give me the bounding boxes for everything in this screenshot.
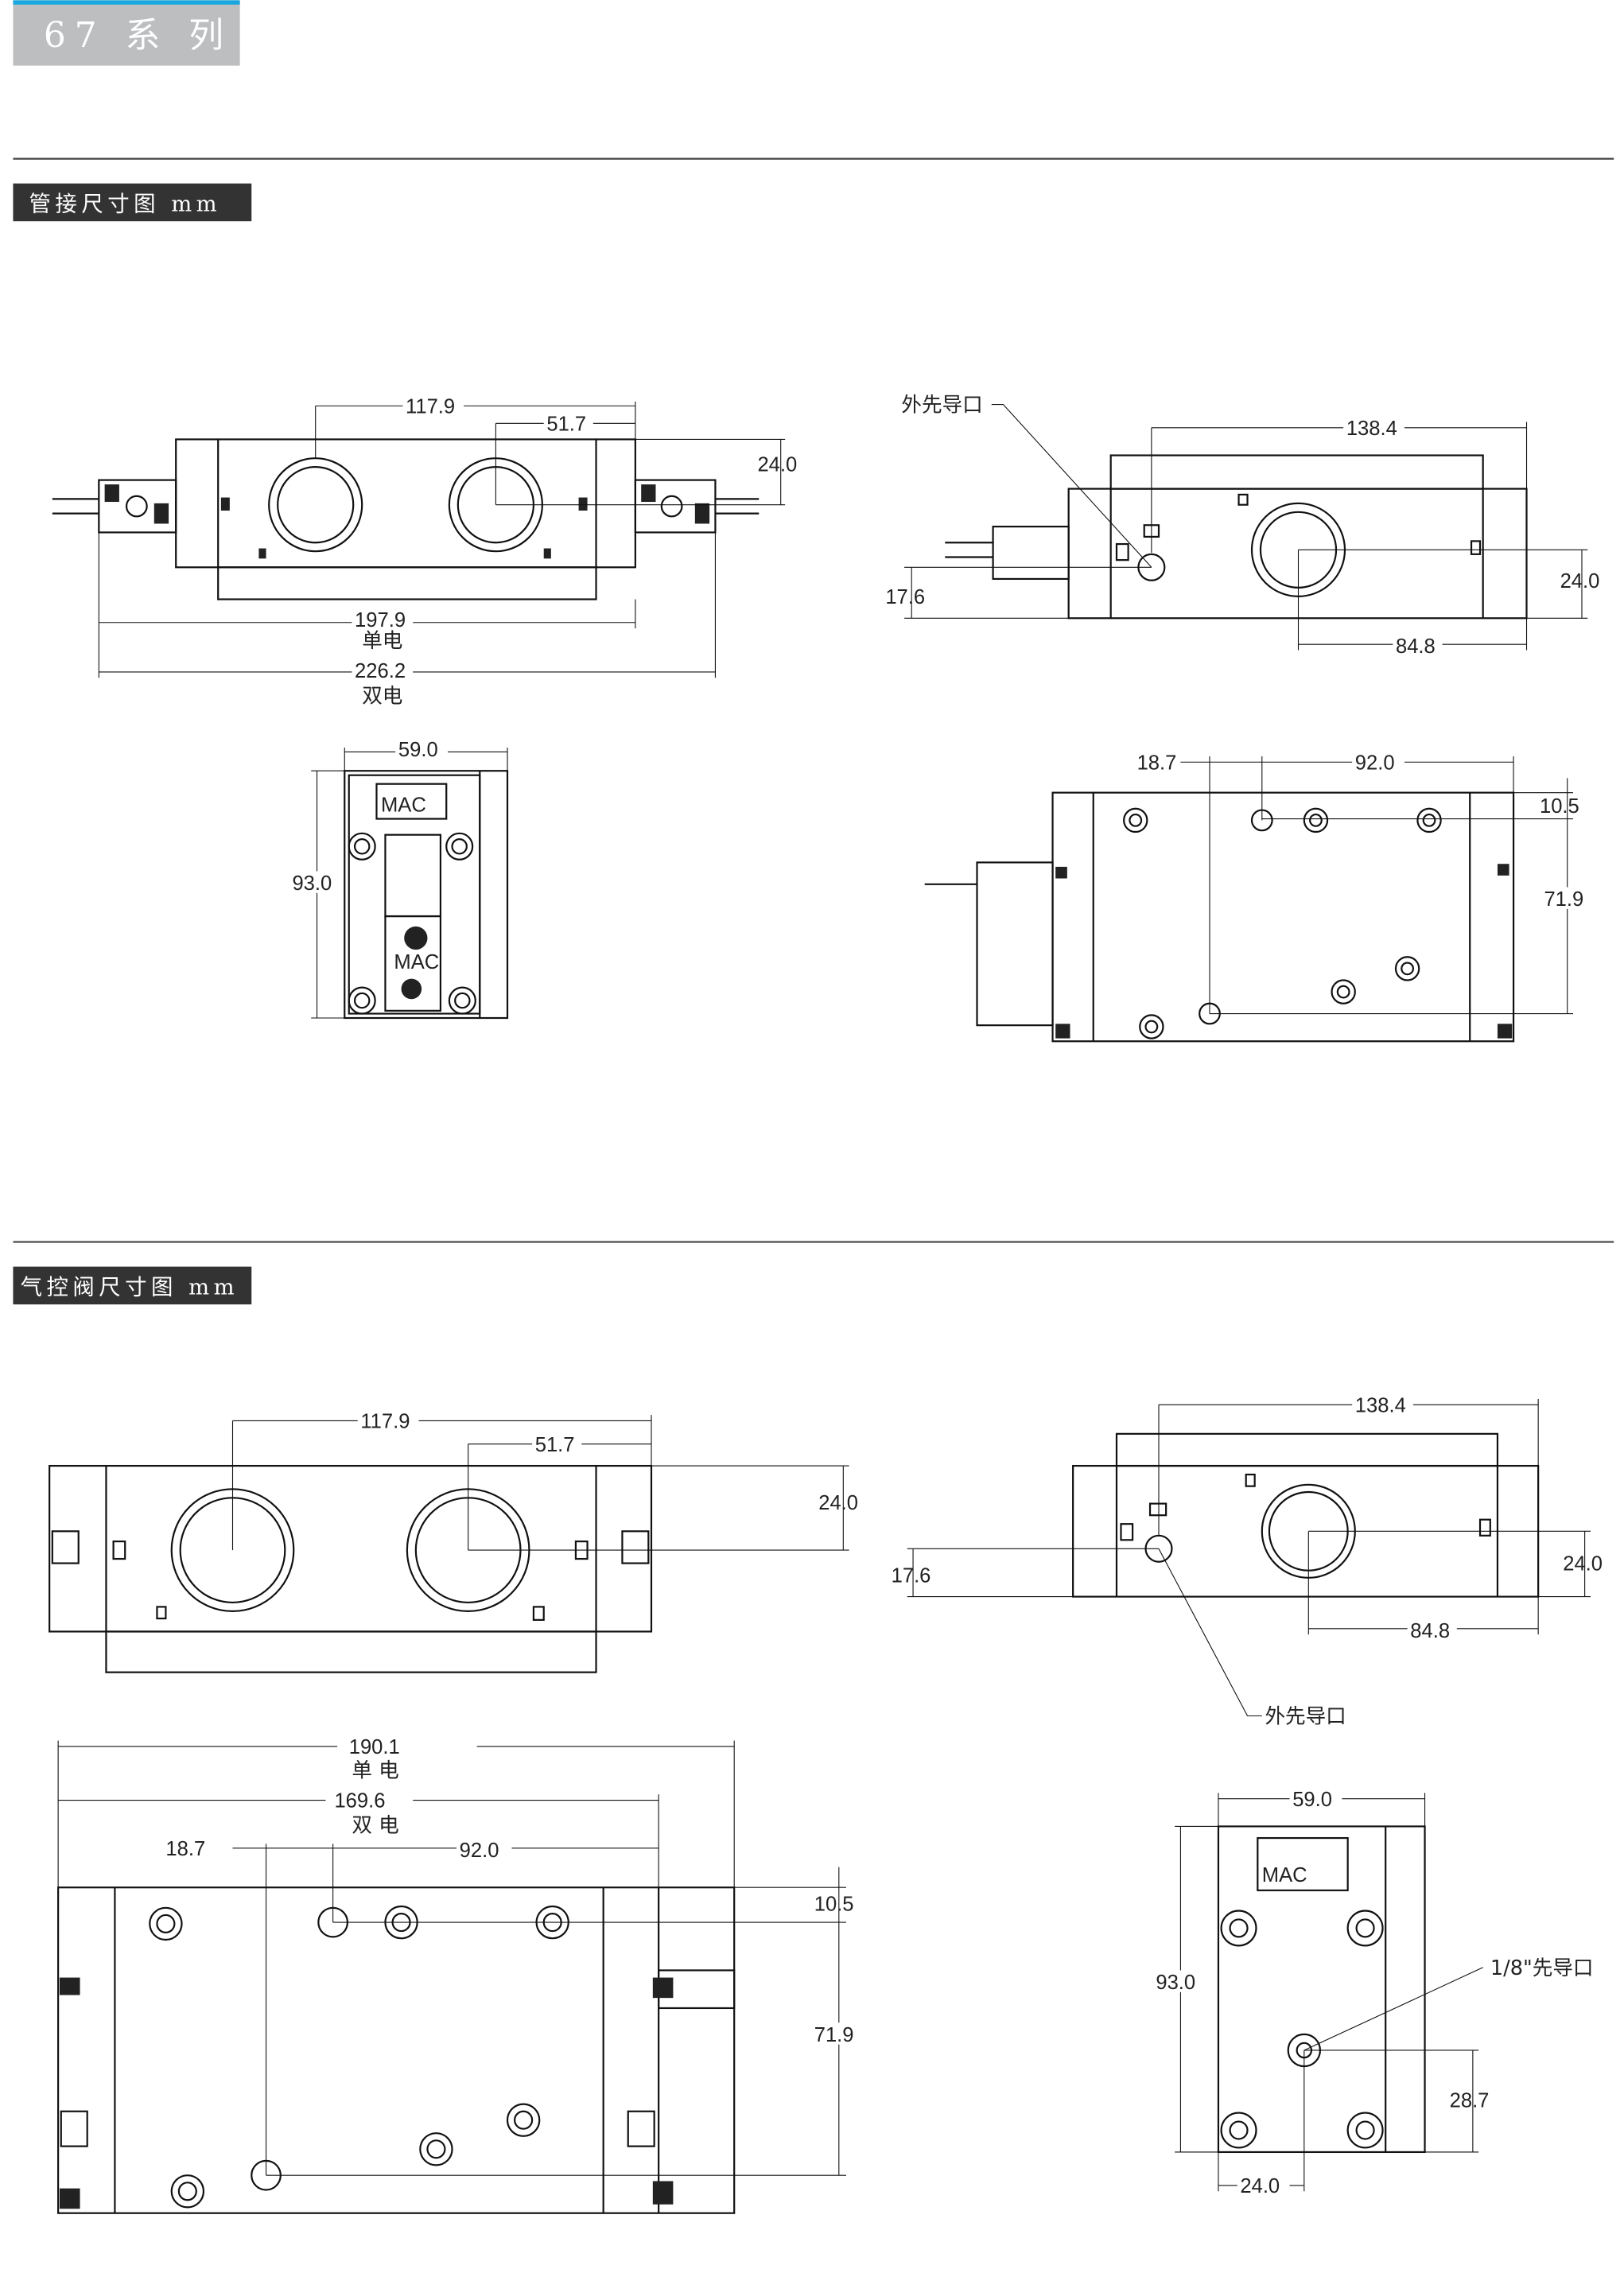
svg-text:双 电: 双 电 [352, 1814, 398, 1838]
svg-text:24.0: 24.0 [818, 1492, 858, 1514]
svg-text:28.7: 28.7 [1450, 2089, 1490, 2112]
svg-text:管接尺寸图 mm: 管接尺寸图 mm [29, 192, 222, 216]
svg-text:51.7: 51.7 [535, 1434, 575, 1456]
pipe-side-view-drawing: 外先导口 138.4 24.0 84.8 17.6 [885, 394, 1599, 658]
svg-text:197.9: 197.9 [355, 609, 406, 631]
svg-text:24.0: 24.0 [1240, 2175, 1280, 2197]
svg-text:外先导口: 外先导口 [901, 394, 982, 418]
svg-text:单 电: 单 电 [352, 1758, 398, 1782]
svg-text:17.6: 17.6 [885, 586, 925, 608]
svg-text:单电: 单电 [362, 629, 402, 653]
svg-text:24.0: 24.0 [757, 454, 797, 476]
svg-text:92.0: 92.0 [460, 1840, 499, 1862]
pipe-top-view-drawing: 117.9 51.7 24.0 197.9 单电 226.2 双电 [52, 394, 797, 708]
svg-text:MAC: MAC [394, 951, 439, 973]
svg-text:10.5: 10.5 [1540, 795, 1579, 818]
svg-text:18.7: 18.7 [165, 1838, 205, 1860]
svg-text:外先导口: 外先导口 [1265, 1705, 1346, 1729]
svg-text:190.1: 190.1 [349, 1736, 400, 1758]
svg-text:93.0: 93.0 [292, 872, 332, 895]
mac-logo: MAC [1262, 1864, 1307, 1886]
svg-text:24.0: 24.0 [1563, 1553, 1603, 1576]
svg-text:84.8: 84.8 [1396, 635, 1436, 658]
svg-text:24.0: 24.0 [1560, 570, 1600, 593]
section-label-air: 气控阀尺寸图 mm [13, 1266, 252, 1305]
svg-text:18.7: 18.7 [1137, 752, 1177, 774]
svg-text:138.4: 138.4 [1355, 1394, 1406, 1416]
series-header: 67 系 列 [13, 0, 240, 66]
svg-text:117.9: 117.9 [360, 1411, 410, 1433]
svg-text:169.6: 169.6 [334, 1790, 385, 1813]
air-base-view-drawing: 190.1 单 电 169.6 双 电 18.7 92.0 10.5 71.9 [57, 1735, 864, 2214]
svg-text:93.0: 93.0 [1156, 1972, 1195, 1994]
svg-text:17.6: 17.6 [892, 1564, 931, 1587]
svg-text:84.8: 84.8 [1410, 1620, 1450, 1642]
svg-text:59.0: 59.0 [1292, 1789, 1332, 1811]
series-title: 67 系 列 [44, 15, 232, 56]
svg-text:59.0: 59.0 [398, 739, 438, 761]
air-top-view-drawing: 117.9 51.7 24.0 [49, 1411, 858, 1673]
air-side-view-drawing: 138.4 24.0 84.8 17.6 外先导口 [892, 1394, 1603, 1728]
section-label-pipe: 管接尺寸图 mm [13, 183, 252, 222]
svg-text:双电: 双电 [362, 684, 402, 708]
svg-text:71.9: 71.9 [1544, 888, 1583, 911]
svg-text:1/8"先导口: 1/8"先导口 [1490, 1956, 1594, 1980]
svg-text:气控阀尺寸图 mm: 气控阀尺寸图 mm [21, 1275, 239, 1300]
mac-logo: MAC [381, 794, 426, 816]
pipe-end-view-drawing: MAC MAC 59.0 93.0 [290, 739, 509, 1020]
svg-text:226.2: 226.2 [355, 660, 406, 682]
pipe-base-view-drawing: 18.7 92.0 10.5 71.9 [924, 752, 1594, 1043]
svg-text:138.4: 138.4 [1346, 418, 1397, 440]
air-end-view-drawing: MAC 59.0 93.0 1/8"先导口 28.7 24.0 [1154, 1789, 1594, 2197]
svg-text:10.5: 10.5 [814, 1893, 854, 1915]
svg-text:51.7: 51.7 [546, 413, 586, 435]
svg-text:117.9: 117.9 [406, 396, 455, 418]
svg-text:92.0: 92.0 [1355, 752, 1395, 774]
svg-text:71.9: 71.9 [814, 2024, 854, 2046]
